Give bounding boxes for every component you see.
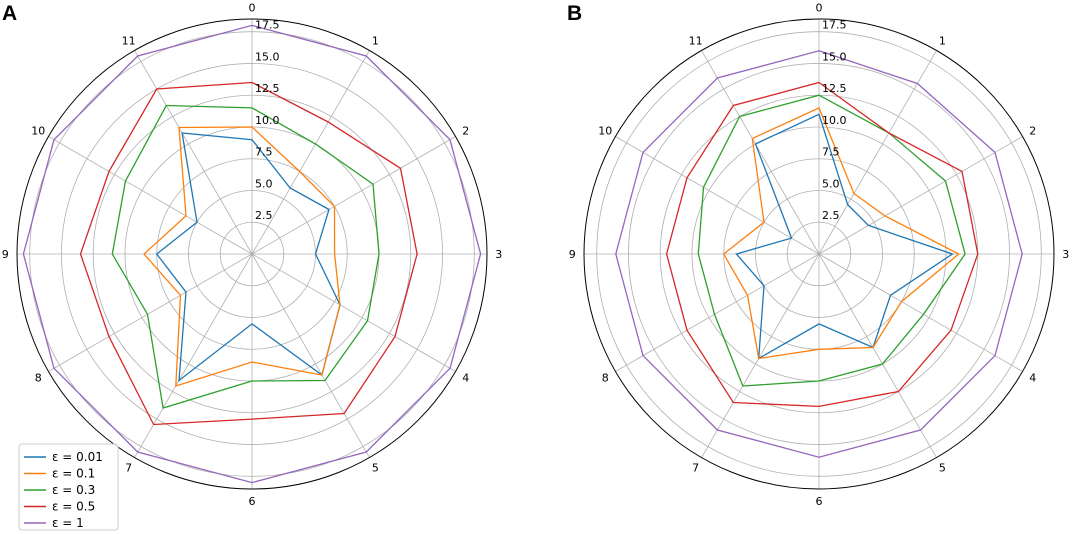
category-label: 8 bbox=[602, 371, 609, 384]
legend-entry: ε = 0.1 bbox=[52, 467, 95, 481]
radial-gridline bbox=[251, 253, 456, 372]
category-label: 1 bbox=[372, 34, 379, 47]
category-label: 3 bbox=[1062, 248, 1069, 261]
panel-b-label: B bbox=[567, 2, 582, 25]
radial-gridline bbox=[701, 253, 820, 458]
legend-entry: ε = 0.5 bbox=[52, 500, 95, 514]
legend-entry: ε = 0.01 bbox=[52, 450, 103, 464]
radial-tick-label: 5.0 bbox=[255, 177, 273, 190]
radial-gridline bbox=[818, 136, 1023, 255]
ring-gridline bbox=[755, 190, 883, 318]
polar-frame bbox=[583, 18, 1055, 490]
series-line bbox=[111, 104, 380, 409]
legend-box bbox=[18, 443, 119, 531]
ring-gridline bbox=[786, 221, 852, 287]
radial-gridline bbox=[818, 50, 937, 255]
category-label: 7 bbox=[125, 462, 132, 475]
category-label: 10 bbox=[598, 125, 612, 138]
radial-tick-label: 7.5 bbox=[822, 146, 840, 159]
category-label: 2 bbox=[1029, 125, 1036, 138]
category-label: 5 bbox=[372, 462, 379, 475]
radial-gridline bbox=[134, 253, 253, 458]
radial-tick-label: 7.5 bbox=[255, 146, 273, 159]
ring-gridline bbox=[61, 63, 443, 445]
category-label: 11 bbox=[689, 34, 703, 47]
series-line bbox=[22, 24, 482, 484]
series-line bbox=[615, 50, 1023, 458]
radial-gridline bbox=[48, 136, 253, 255]
panel-a-label: A bbox=[2, 2, 17, 25]
series-line bbox=[79, 81, 418, 426]
category-label: 7 bbox=[692, 462, 699, 475]
radial-tick-label: 10.0 bbox=[822, 114, 847, 127]
category-label: 0 bbox=[816, 1, 823, 14]
radial-gridline bbox=[615, 253, 820, 372]
radial-gridline bbox=[251, 50, 370, 255]
category-label: 0 bbox=[249, 1, 256, 14]
radial-tick-label: 15.0 bbox=[255, 50, 280, 63]
category-label: 10 bbox=[31, 125, 45, 138]
category-label: 9 bbox=[2, 248, 9, 261]
radial-tick-label: 5.0 bbox=[822, 177, 840, 190]
ring-gridline bbox=[92, 94, 412, 414]
radial-tick-label: 10.0 bbox=[255, 114, 280, 127]
panel-a: A 2.5 5.0 7.5 10.0 12.5 15.0 17.5 0 1 2 3 4 5 6 7 8 9 10 1… bbox=[2, 1, 503, 508]
radial-tick-label: 2.5 bbox=[822, 209, 840, 222]
radial-tick-label: 2.5 bbox=[255, 209, 273, 222]
series-line bbox=[697, 94, 966, 387]
category-label: 6 bbox=[249, 495, 256, 508]
category-label: 2 bbox=[462, 125, 469, 138]
series-line bbox=[143, 126, 341, 387]
category-label: 11 bbox=[122, 34, 136, 47]
series-line bbox=[722, 107, 960, 360]
legend-entry: ε = 0.3 bbox=[52, 483, 95, 497]
radial-gridline bbox=[134, 50, 253, 255]
panel-b: B 2.5 5.0 7.5 10.0 12.5 15.0 17.5 0 1 2 3 4 5 6 7 8 9 10 1… bbox=[567, 1, 1069, 508]
radial-gridline bbox=[818, 253, 937, 458]
radial-gridline bbox=[251, 136, 456, 255]
ring-gridline bbox=[596, 31, 1042, 477]
radial-tick-label: 15.0 bbox=[822, 50, 847, 63]
series-line bbox=[735, 113, 954, 360]
radial-gridline bbox=[701, 50, 820, 255]
category-label: 8 bbox=[35, 371, 42, 384]
category-label: 9 bbox=[569, 248, 576, 261]
radial-gridline bbox=[615, 136, 820, 255]
category-label: 1 bbox=[939, 34, 946, 47]
category-label: 6 bbox=[816, 495, 823, 508]
radial-tick-label: 17.5 bbox=[822, 19, 847, 32]
legend: ε = 0.01 ε = 0.1 ε = 0.3 ε = 0.5 ε = 1 bbox=[18, 443, 119, 531]
radial-gridline bbox=[251, 253, 370, 458]
radial-gridline bbox=[48, 253, 253, 372]
radial-tick-label: 17.5 bbox=[255, 19, 280, 32]
category-label: 3 bbox=[495, 248, 502, 261]
category-label: 4 bbox=[462, 371, 469, 384]
series-line bbox=[665, 81, 979, 408]
series-line bbox=[155, 132, 341, 382]
radial-tick-label: 12.5 bbox=[822, 82, 847, 95]
radial-gridline bbox=[818, 253, 1023, 372]
ring-gridline bbox=[29, 31, 475, 477]
legend-entry: ε = 1 bbox=[52, 516, 84, 530]
category-label: 5 bbox=[939, 462, 946, 475]
category-label: 4 bbox=[1029, 371, 1036, 384]
ring-gridline bbox=[628, 63, 1010, 445]
radial-tick-label: 12.5 bbox=[255, 82, 280, 95]
polar-frame bbox=[16, 18, 488, 490]
ring-gridline bbox=[219, 221, 285, 287]
